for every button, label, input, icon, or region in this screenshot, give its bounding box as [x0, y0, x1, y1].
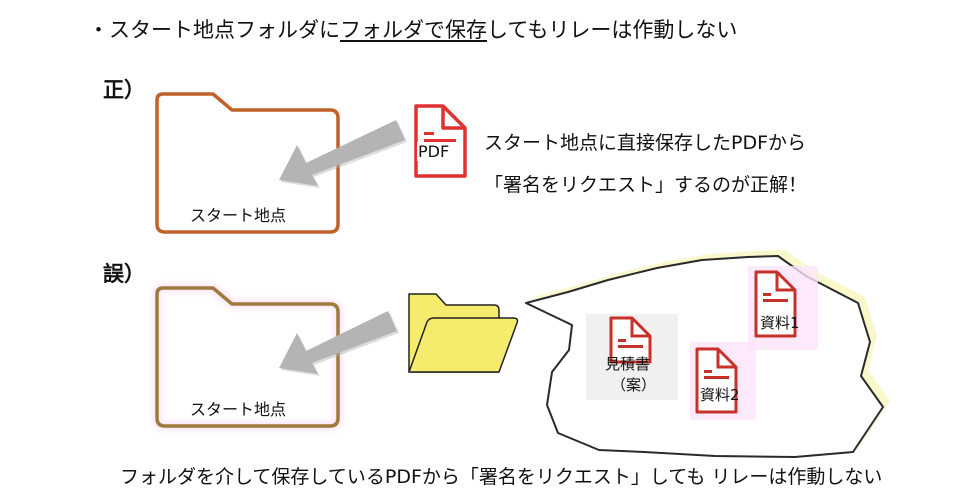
doc-label-material2: 資料2 — [700, 386, 740, 404]
pdf-label: PDF — [417, 142, 451, 161]
heading-text-underlined: フォルダで保存 — [340, 18, 487, 42]
correct-description-line2: 「署名をリクエスト」するのが正解！ — [484, 174, 808, 196]
heading-text-2: してもリレーは作動しない — [487, 18, 738, 42]
wrong-label: 誤） — [103, 262, 145, 286]
doc-label-material1: 資料1 — [760, 314, 800, 332]
correct-folder-label: スタート地点 — [190, 206, 287, 225]
heading: ・スタート地点フォルダにフォルダで保存してもリレーは作動しない — [88, 14, 737, 44]
correct-description-line1: スタート地点に直接保存したPDFから — [484, 132, 807, 154]
wrong-folder-label: スタート地点 — [190, 400, 287, 419]
doc-label-draft: （案） — [611, 376, 657, 394]
heading-text-1: スタート地点フォルダに — [109, 18, 340, 42]
document-icon — [754, 270, 797, 338]
correct-arrow-icon — [279, 120, 407, 188]
pdf-file-icon — [414, 104, 467, 178]
correct-folder-icon — [155, 92, 340, 234]
wrong-arrow-icon — [279, 311, 399, 376]
document-icon — [695, 347, 738, 414]
wrong-folder-icon — [152, 283, 343, 431]
heading-bullet: ・ — [88, 18, 109, 42]
doc-label-estimate: 見積書 — [605, 355, 651, 373]
correct-label: 正） — [103, 78, 145, 102]
footer-note: フォルダを介して保存しているPDFから「署名をリクエスト」しても リレーは作動し… — [120, 466, 883, 488]
document-icon — [609, 316, 652, 364]
open-folder-icon — [408, 293, 519, 373]
